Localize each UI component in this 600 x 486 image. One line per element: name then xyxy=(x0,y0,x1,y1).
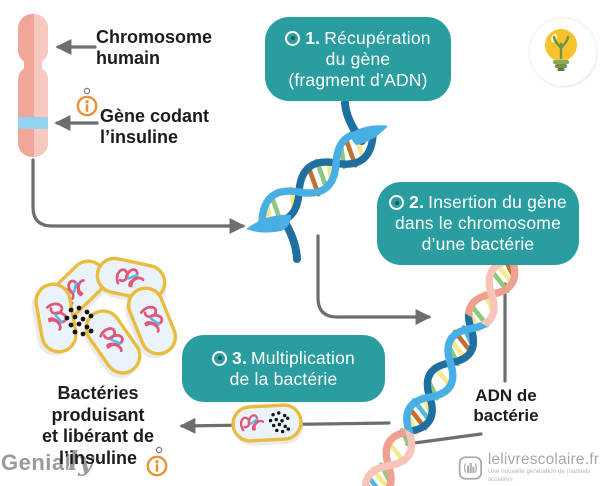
info-icon-gene[interactable] xyxy=(76,87,98,117)
step-marker-icon[interactable] xyxy=(285,30,301,46)
step-1-box: 1.Récupération du gène (fragment d’ADN) xyxy=(265,17,451,101)
bacteria-cluster-illustration xyxy=(28,252,183,385)
gene-label: Gène codant l’insuline xyxy=(100,106,210,147)
elbow-chromosome-to-dna xyxy=(31,158,246,234)
genially-logo-text: Genial xyxy=(1,450,72,475)
step-marker-icon[interactable] xyxy=(212,350,228,366)
genially-watermark-logo: Genially xyxy=(1,447,93,477)
publisher-logo: lelivrescolaire.fr Une nouvelle générati… xyxy=(458,451,600,484)
bacteria-dna-label: ADN de bactérie xyxy=(473,386,539,425)
insulin-gene-band xyxy=(18,117,48,129)
genially-logo-script: ly xyxy=(68,447,94,477)
publisher-tagline: Une nouvelle génération de manuels scola… xyxy=(487,468,591,483)
step-3-box: 3.Multiplication de la bactérie xyxy=(182,335,385,402)
pointer-adn-bottom xyxy=(405,432,483,446)
single-bacterium-illustration xyxy=(230,402,305,447)
step-2-box: 2.Insertion du gène dans le chromosome d… xyxy=(377,182,579,265)
human-chromosome-illustration xyxy=(18,14,48,157)
publisher-name: lelivrescolaire.fr xyxy=(487,451,600,468)
publisher-books-icon xyxy=(458,455,483,480)
lightbulb-icon[interactable] xyxy=(528,17,598,88)
info-icon-insulin[interactable] xyxy=(146,446,168,477)
chromosome-label: Chromosome humain xyxy=(96,27,213,68)
human-dna-helix xyxy=(246,99,388,263)
connector-arrows xyxy=(31,39,507,446)
elbow-dna-to-bacteria-dna xyxy=(316,234,432,325)
step-marker-icon[interactable] xyxy=(389,195,405,210)
bacteria-result-label: Bactéries produisant et libérant de l’in… xyxy=(41,383,155,468)
